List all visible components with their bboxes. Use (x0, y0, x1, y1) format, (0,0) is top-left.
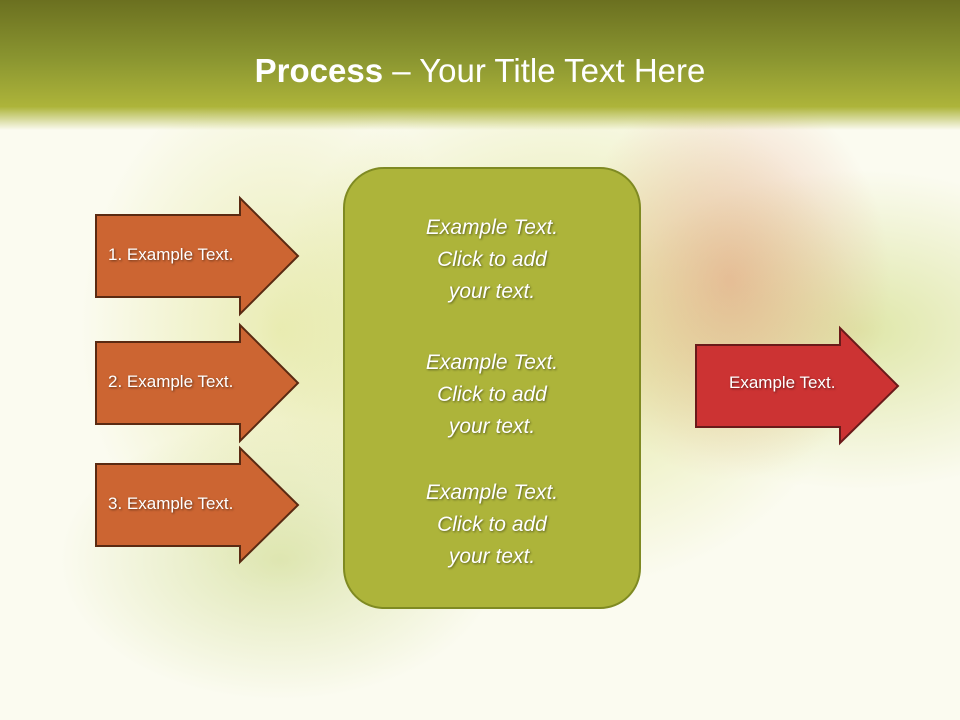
center-line: Click to add (437, 248, 547, 271)
center-text-3: Example Text. Click to add your text. (344, 477, 640, 573)
center-line: Example Text. (425, 216, 559, 239)
title-bold: Process (254, 52, 384, 89)
title-bar (0, 0, 960, 130)
center-line: Click to add (437, 513, 547, 536)
center-text-2: Example Text. Click to add your text. (344, 347, 640, 443)
output-label: Example Text. (729, 373, 836, 392)
center-line: Example Text. (425, 351, 559, 374)
step-label-2: 2. Example Text. (108, 372, 234, 391)
step-label-3: 3. Example Text. (108, 494, 234, 513)
step-arrow-1[interactable] (95, 195, 300, 317)
step-arrow-2[interactable] (95, 322, 300, 444)
center-line: Click to add (437, 383, 547, 406)
slide-title[interactable]: Process – Your Title Text Here (0, 52, 960, 90)
center-line: your text. (448, 415, 536, 438)
center-line: Example Text. (425, 481, 559, 504)
center-line: your text. (448, 280, 536, 303)
step-arrow-3[interactable] (95, 445, 300, 565)
center-box[interactable] (343, 167, 641, 609)
title-rest: – Your Title Text Here (383, 52, 706, 89)
output-arrow[interactable] (695, 325, 900, 446)
step-label-1: 1. Example Text. (108, 245, 234, 264)
center-text-1: Example Text. Click to add your text. (344, 212, 640, 308)
center-line: your text. (448, 545, 536, 568)
